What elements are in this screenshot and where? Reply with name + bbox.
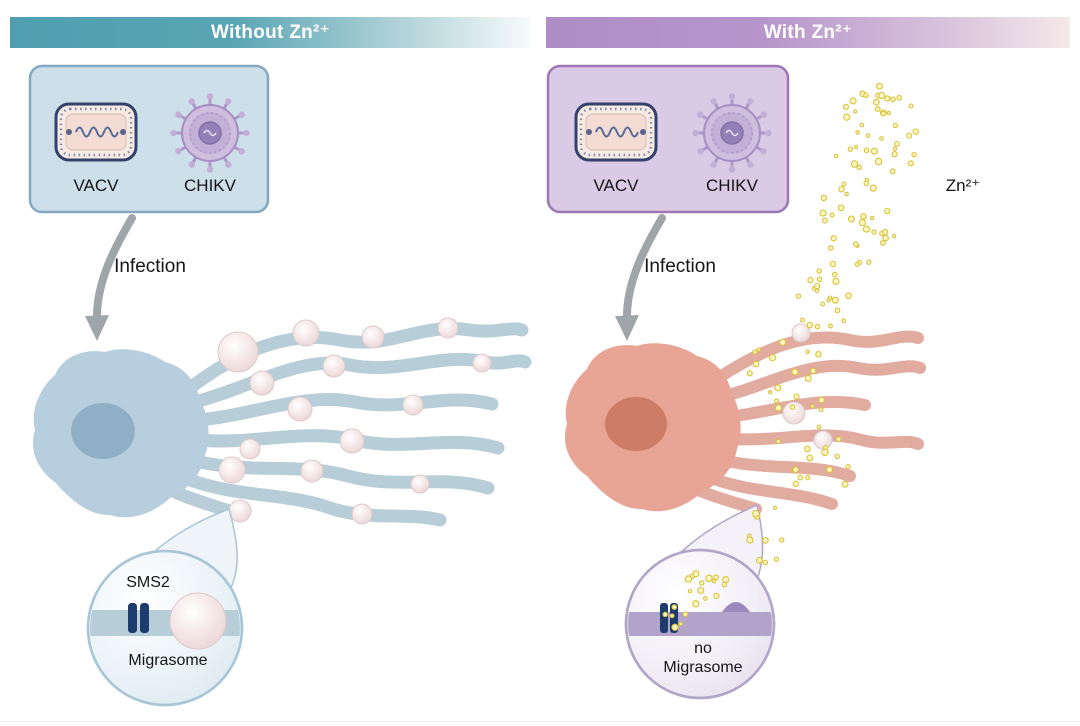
left-panel-header-text: Without Zn²⁺ [211,22,330,43]
zinc-label: Zn²⁺ [945,176,981,195]
membrane-bump [722,602,750,612]
infection-label-left: Infection [114,256,186,277]
right-panel-illustration [546,64,926,700]
no-migrasome-label-line1: no [694,640,712,657]
magnifier-right [624,503,776,700]
chikv-label-right: CHIKV [706,176,758,195]
vacv-label-right: VACV [593,176,639,195]
vacv-label-left: VACV [73,176,119,195]
vacv-virus-right [574,102,658,162]
migrasomes-left [217,317,492,525]
small-vesicles-right [782,323,833,450]
zinc-ion-dots [662,82,919,631]
sms2-protein-bar [140,603,149,633]
sms2-protein-bar [128,603,137,633]
no-migrasome-label-line2: Migrasome [663,659,743,676]
left-panel-illustration [28,64,532,707]
sms2-label: SMS2 [126,574,170,591]
migrasome-label-left: Migrasome [128,652,208,669]
infection-label-right: Infection [644,256,716,277]
nucleus-left [71,403,135,459]
fiber-cross-section-right [628,612,772,636]
chikv-label-left: CHIKV [184,176,236,195]
nucleus-right [605,397,667,451]
bottom-rule [0,721,1080,722]
infection-arrow-left [85,214,136,341]
left-panel-header: Without Zn²⁺ [10,17,531,48]
vacv-virus-left [54,102,138,162]
migrasome-in-magnifier [169,592,227,650]
magnifier-left [86,508,244,707]
blocked-sms2-bar [660,603,668,633]
infection-arrow-right [615,214,666,341]
right-panel-header-text: With Zn²⁺ [763,22,853,43]
right-panel-header: With Zn²⁺ [546,17,1070,48]
